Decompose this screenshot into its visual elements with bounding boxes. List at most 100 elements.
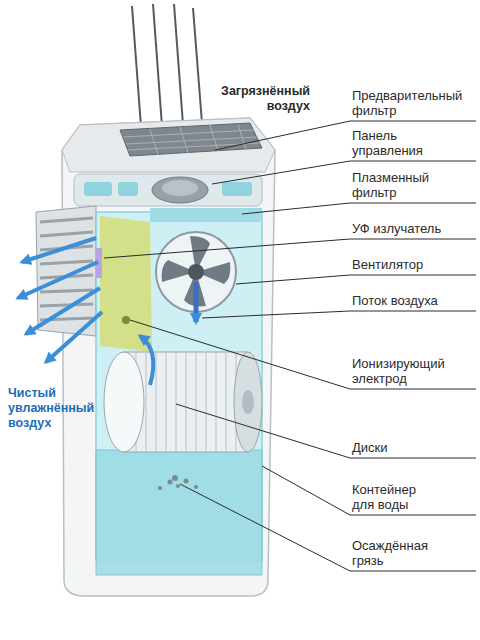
part-label: Плазменный фильтр [352, 170, 452, 200]
part-label-box: Осаждённая грязь [352, 538, 444, 568]
fan [188, 264, 204, 280]
leader-lines [215, 121, 476, 150]
disc-drum [186, 352, 187, 452]
part-label-box: УФ излучатель [352, 221, 476, 236]
outlet-grille [40, 218, 93, 222]
water-container [96, 450, 262, 575]
sediment [184, 479, 189, 484]
control-panel [84, 182, 112, 196]
control-panel [162, 180, 198, 196]
clean-air-arrows [46, 312, 102, 362]
part-label: Диски [352, 440, 476, 455]
part-label: Контейнер для воды [352, 482, 438, 512]
leader-lines [212, 161, 476, 184]
ionizer-panel [100, 216, 152, 352]
control-panel [74, 174, 262, 206]
disc-drum [176, 352, 177, 452]
pre-filter-grille [126, 137, 258, 144]
disc-drum [156, 352, 157, 452]
part-label-box: Панель управления [352, 128, 452, 158]
part-label: Вентилятор [352, 257, 476, 272]
leader-lines [104, 239, 476, 258]
disc-drum [146, 352, 147, 452]
disc-drum [104, 352, 144, 452]
pre-filter-grille [120, 123, 262, 156]
pre-filter-grille [123, 130, 254, 137]
part-label: Поток воздуха [352, 293, 476, 308]
outlet-grille [36, 206, 96, 336]
pre-filter-grille [180, 127, 188, 153]
disc-drum [234, 352, 262, 452]
sediment [194, 485, 198, 489]
part-label-box: Загрязнённый воздух [210, 84, 310, 114]
part-label-box: Предварительный фильтр [352, 88, 476, 118]
incoming-air-arrows [132, 4, 203, 140]
housing [62, 118, 275, 596]
outlet-grille [40, 232, 93, 236]
part-label-box: Плазменный фильтр [352, 170, 452, 200]
leader-lines [236, 275, 476, 284]
part-label-box: Чистый увлажнённый воздух [8, 386, 112, 431]
outlet-grille [40, 304, 93, 306]
disc-drum [166, 352, 167, 452]
sediment [158, 486, 162, 490]
clean-air-arrows [26, 288, 100, 334]
outlet-grille [40, 290, 93, 292]
leader-lines [104, 121, 476, 571]
disc-drum [196, 352, 197, 452]
sediment [168, 480, 173, 485]
housing [62, 118, 275, 596]
disc-drum [206, 352, 207, 452]
pre-filter-grille [150, 129, 158, 155]
leader-lines [130, 320, 476, 389]
incoming-air-arrows [153, 4, 163, 140]
part-label: Осаждённая грязь [352, 538, 444, 568]
part-label: УФ излучатель [352, 221, 476, 236]
part-label: Предварительный фильтр [352, 88, 476, 118]
ionizing-electrode [122, 316, 130, 324]
part-label-box: Контейнер для воды [352, 482, 438, 512]
pre-filter-grille [238, 124, 246, 150]
control-panel [74, 174, 262, 206]
disc-drum [136, 352, 236, 452]
part-label: Панель управления [352, 128, 452, 158]
part-label-box: Поток воздуха [352, 293, 476, 308]
outlet-grille [40, 261, 93, 264]
incoming-air-arrows [132, 6, 142, 140]
control-panel [118, 182, 138, 196]
water-container [96, 450, 262, 575]
part-label-box: Диски [352, 440, 476, 455]
leader-lines [262, 466, 476, 515]
control-panel [222, 182, 252, 196]
incoming-air-arrows [193, 8, 203, 136]
disc-drum [226, 352, 227, 452]
disc-drum [242, 390, 254, 414]
sediment [176, 484, 180, 488]
leader-lines [176, 404, 476, 458]
sediment [172, 475, 178, 481]
pre-filter-grille [210, 125, 218, 151]
disc-drum [216, 352, 217, 452]
rising-air-arrow [140, 336, 153, 385]
pre-filter-grille [123, 124, 260, 155]
part-label-box: Ионизирующий электрод [352, 356, 464, 386]
rising-air-arrow [140, 336, 153, 385]
pre-filter-grille [128, 143, 260, 150]
air-label: Чистый увлажнённый воздух [8, 386, 112, 431]
part-label-box: Вентилятор [352, 257, 476, 272]
air-label: Загрязнённый воздух [210, 84, 310, 114]
part-label: Ионизирующий электрод [352, 356, 464, 386]
plasma-filter [150, 208, 262, 222]
incoming-air-arrows [174, 4, 184, 138]
clean-air-arrows [18, 238, 102, 362]
clean-air-arrows [18, 262, 98, 298]
control-panel [152, 177, 208, 203]
pre-filter-grille [120, 123, 262, 156]
housing [62, 118, 275, 172]
disc-drum [104, 352, 262, 452]
leader-lines [202, 311, 476, 318]
air-flow-arrow [194, 282, 199, 322]
air-flow-arrow [194, 282, 199, 322]
sediment [158, 475, 198, 490]
